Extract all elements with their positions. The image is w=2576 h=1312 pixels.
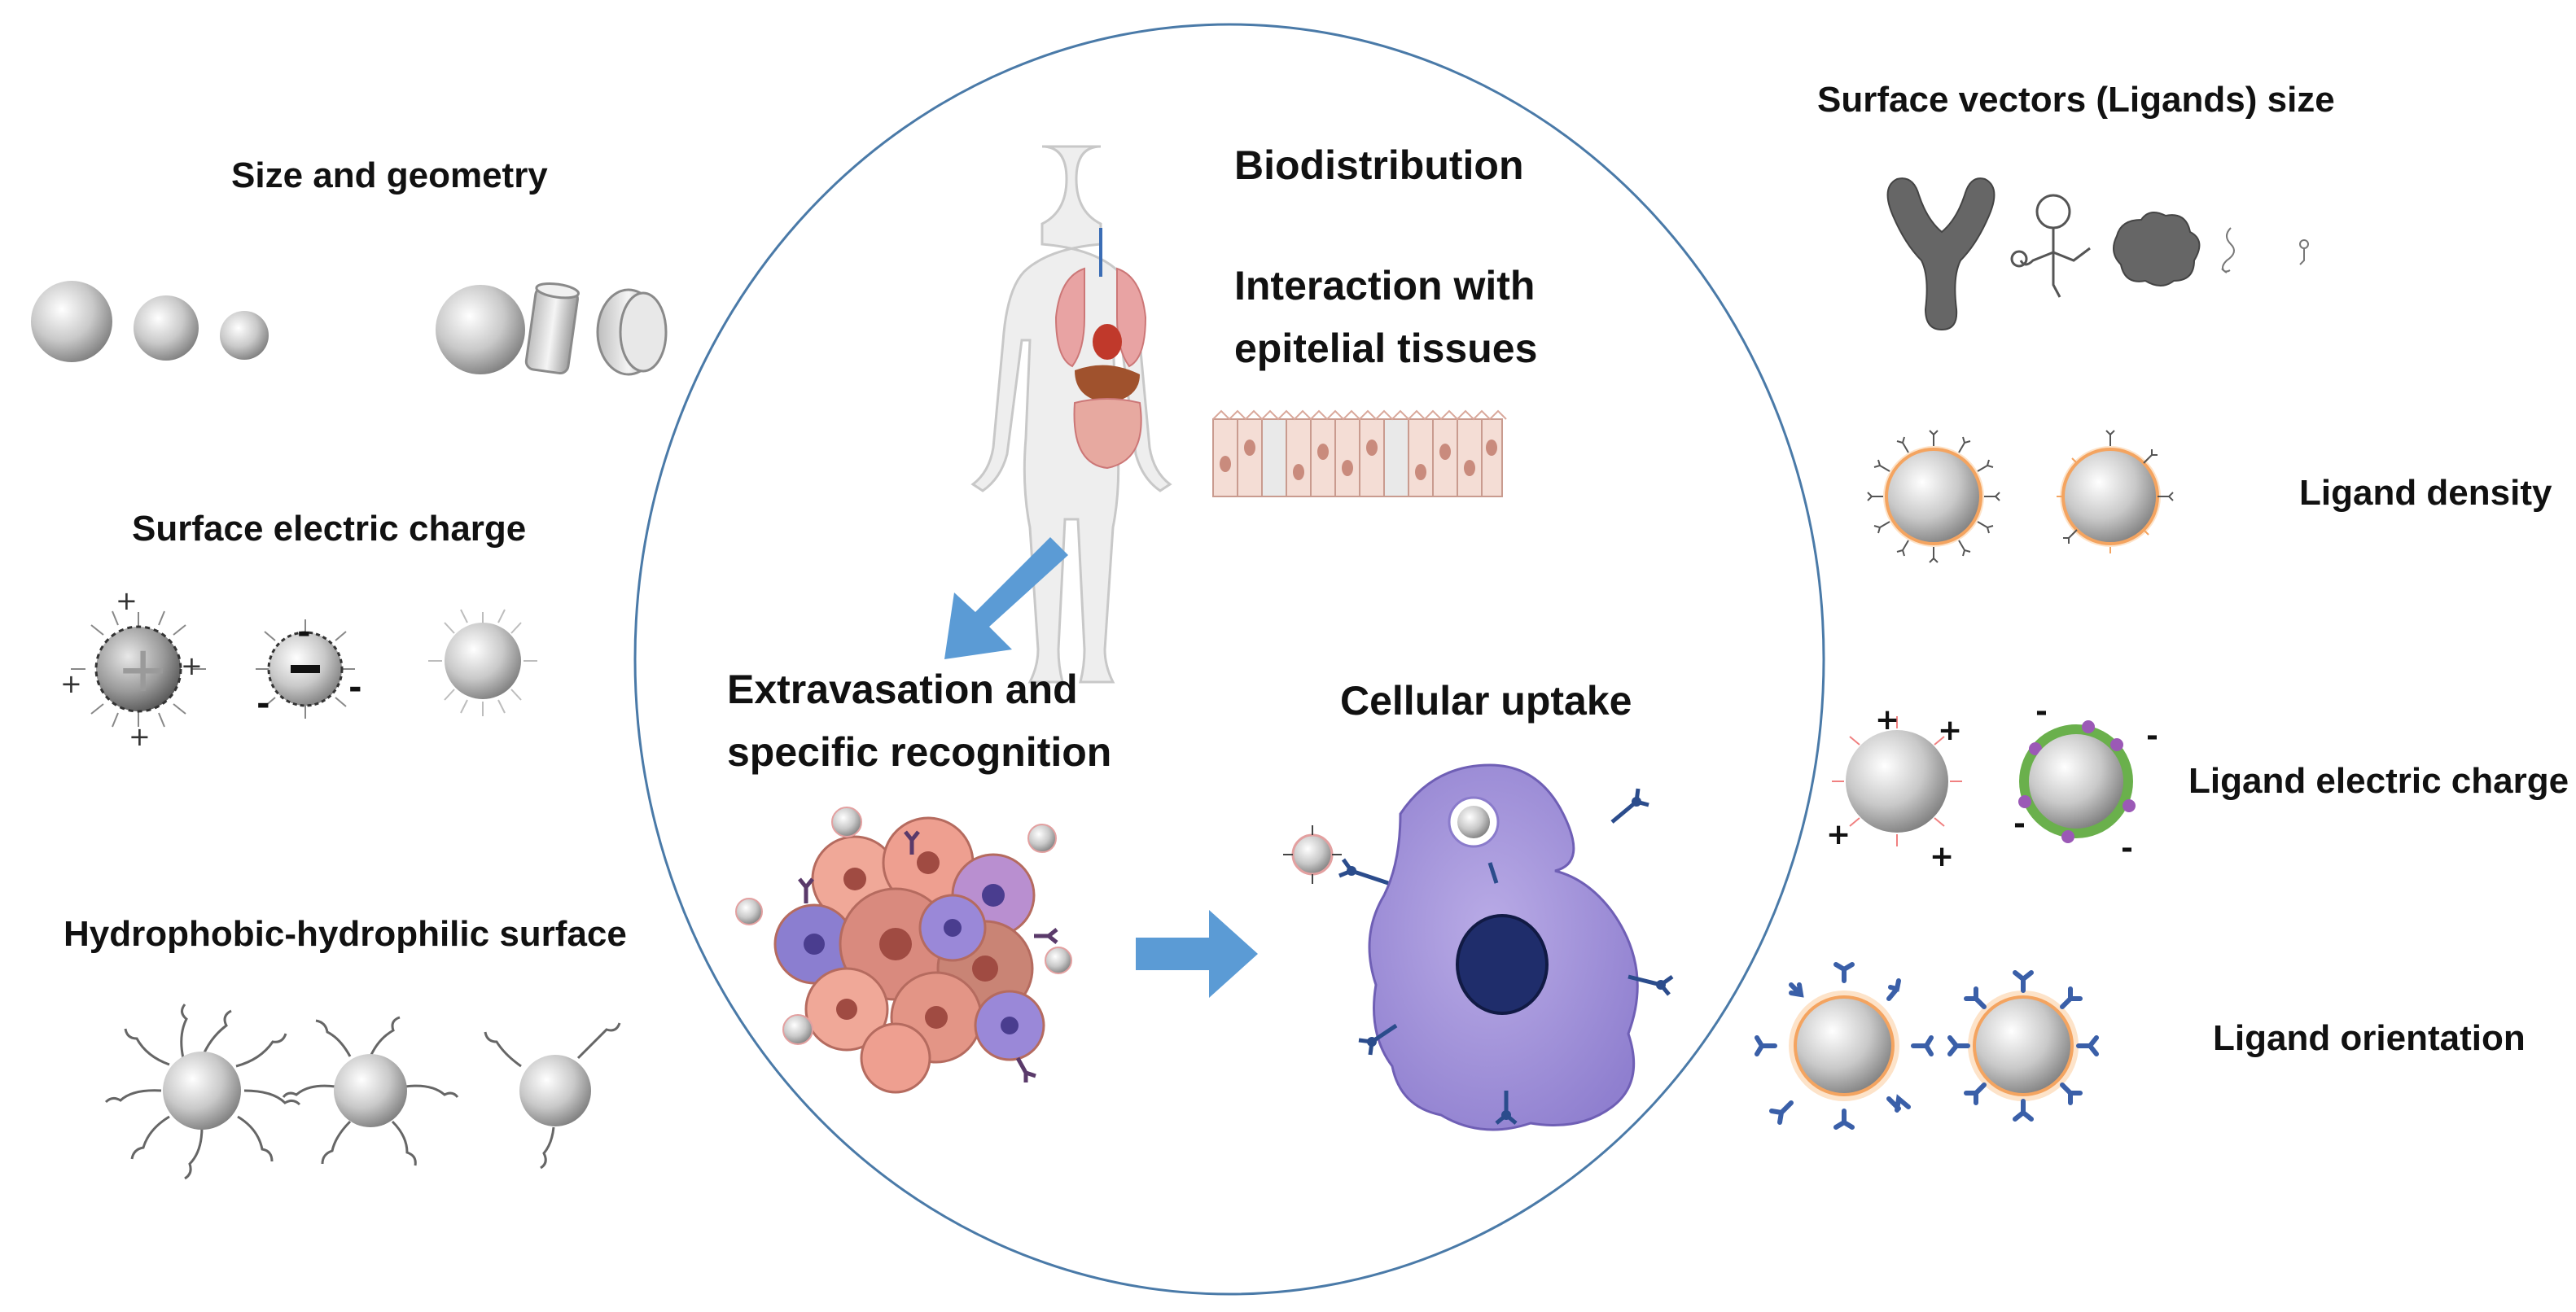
plus-symbol: + — [1875, 703, 1900, 737]
hydrophilic-particle-icon — [104, 1004, 301, 1180]
plus-symbol: + — [1938, 714, 1963, 747]
interaction-label-line1: Interaction with — [1234, 263, 1536, 308]
size-spheres-icon — [31, 281, 269, 362]
extravasation-label-line1: Extravasation and — [727, 667, 1078, 712]
ligand-orientation-label: Ligand orientation — [2213, 1018, 2526, 1058]
minus-symbol: - — [2035, 695, 2048, 728]
anionic-ligand-particle-icon — [2018, 720, 2136, 843]
minus-symbol: - — [348, 669, 362, 706]
plus-symbol: + — [181, 650, 203, 681]
antibody-icon — [1886, 177, 1996, 331]
minus-symbol: - — [2121, 832, 2133, 865]
plus-symbol: + — [1930, 840, 1955, 873]
size-geometry-label: Size and geometry — [231, 155, 548, 195]
ligand-density-label: Ligand density — [2299, 473, 2552, 513]
protein-icon — [2113, 212, 2201, 286]
plus-symbol: + — [129, 721, 151, 752]
surface-charge-label: Surface electric charge — [132, 509, 527, 549]
interaction-label-line2: epitelial tissues — [1234, 326, 1538, 371]
minus-symbol: - — [297, 614, 311, 651]
high-density-particle-icon — [1867, 430, 2000, 563]
target-cell-icon — [1283, 763, 1674, 1131]
plus-symbol: + — [116, 633, 170, 706]
tumor-cluster-icon — [735, 807, 1072, 1094]
random-orientation-particle-icon — [1755, 962, 1934, 1130]
biodistribution-label: Biodistribution — [1234, 142, 1524, 188]
small-molecule-icon — [2299, 239, 2309, 265]
low-density-particle-icon — [2057, 430, 2174, 553]
peptide-icon — [2221, 227, 2235, 273]
ligand-charge-label: Ligand electric charge — [2188, 761, 2569, 801]
human-body-icon — [970, 145, 1172, 684]
amphiphilic-particle-icon — [282, 1016, 459, 1166]
geometry-shapes-icon — [436, 282, 668, 376]
aptamer-icon — [2010, 194, 2091, 298]
central-ellipse — [633, 23, 1825, 1296]
minus-symbol: - — [2146, 719, 2158, 753]
ligand-size-label: Surface vectors (Ligands) size — [1817, 80, 2335, 120]
hydro-surface-label: Hydrophobic-hydrophilic surface — [64, 914, 627, 954]
cellular-uptake-label: Cellular uptake — [1340, 678, 1632, 724]
negative-particle-icon — [256, 619, 355, 719]
positive-particle-icon — [71, 610, 206, 728]
epithelial-tissue-icon — [1212, 409, 1507, 497]
oriented-particle-icon — [1947, 970, 2099, 1122]
plus-symbol: + — [1826, 818, 1851, 851]
cationic-ligand-particle-icon — [1832, 716, 1962, 846]
plus-symbol: + — [60, 668, 82, 699]
minus-symbol: - — [256, 685, 270, 723]
hydrophobic-particle-icon — [484, 1022, 621, 1170]
diagonal-arrow-icon — [944, 537, 1068, 659]
extravasation-label-line2: specific recognition — [727, 729, 1112, 775]
plus-symbol: + — [116, 585, 138, 616]
minus-symbol: - — [2013, 807, 2026, 841]
right-arrow-icon — [1136, 910, 1258, 998]
neutral-particle-icon — [428, 609, 537, 716]
